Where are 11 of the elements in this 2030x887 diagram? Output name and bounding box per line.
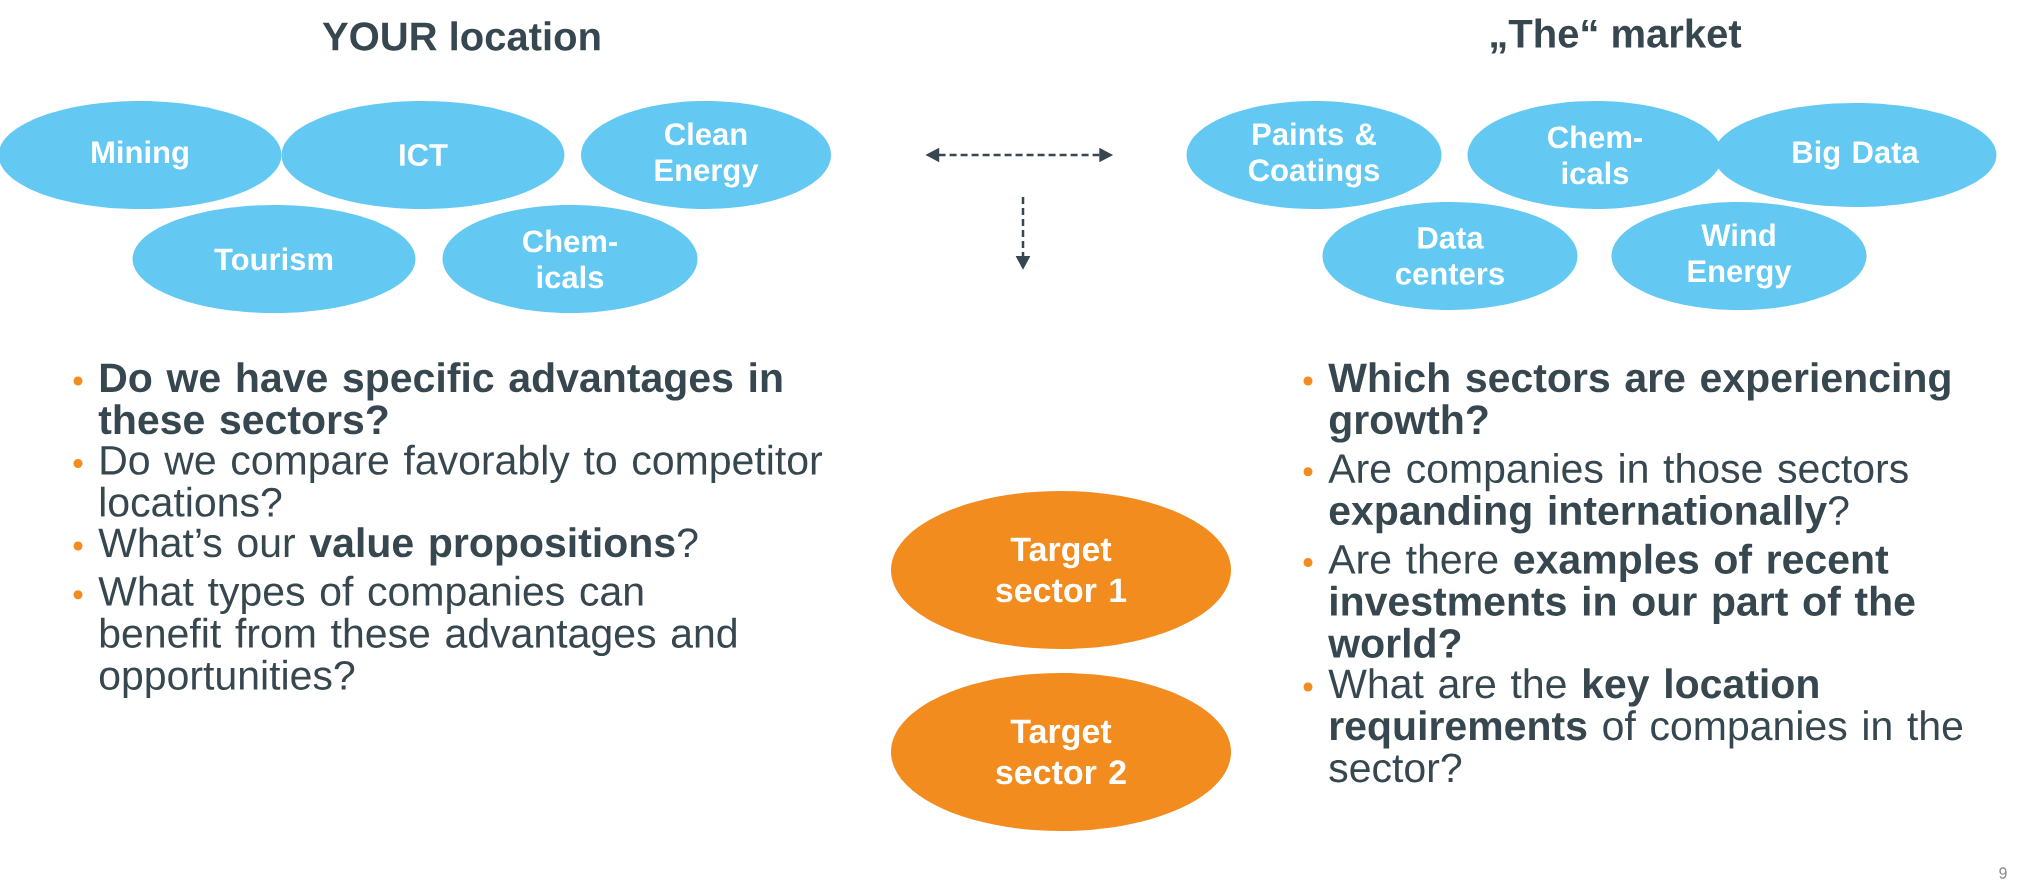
bullet-text: What’s our value propositions? (98, 527, 698, 566)
bullet-text: Do we have specific advantages in these sectors? (98, 362, 782, 435)
heading: „The“ market (1491, 18, 1742, 54)
bullet-text: Are companies in those sectors expanding internationally? (1328, 453, 1908, 534)
bullet-text: What types of companies can benefit from these advantages and opportunities? (98, 575, 736, 699)
bullet-text: Are there examples of recent investments in our part of the world? (1328, 543, 1915, 658)
heading: YOUR location (322, 21, 600, 51)
bullet-text: What are the key location requirements of companies in the sector? (1328, 668, 1963, 783)
bullet-text: Do we compare favorably to competitor locations? (100, 444, 823, 517)
bullet-text: Which sectors are experiencing growth? (1328, 362, 1950, 443)
page-number: 9 (1999, 867, 2007, 879)
